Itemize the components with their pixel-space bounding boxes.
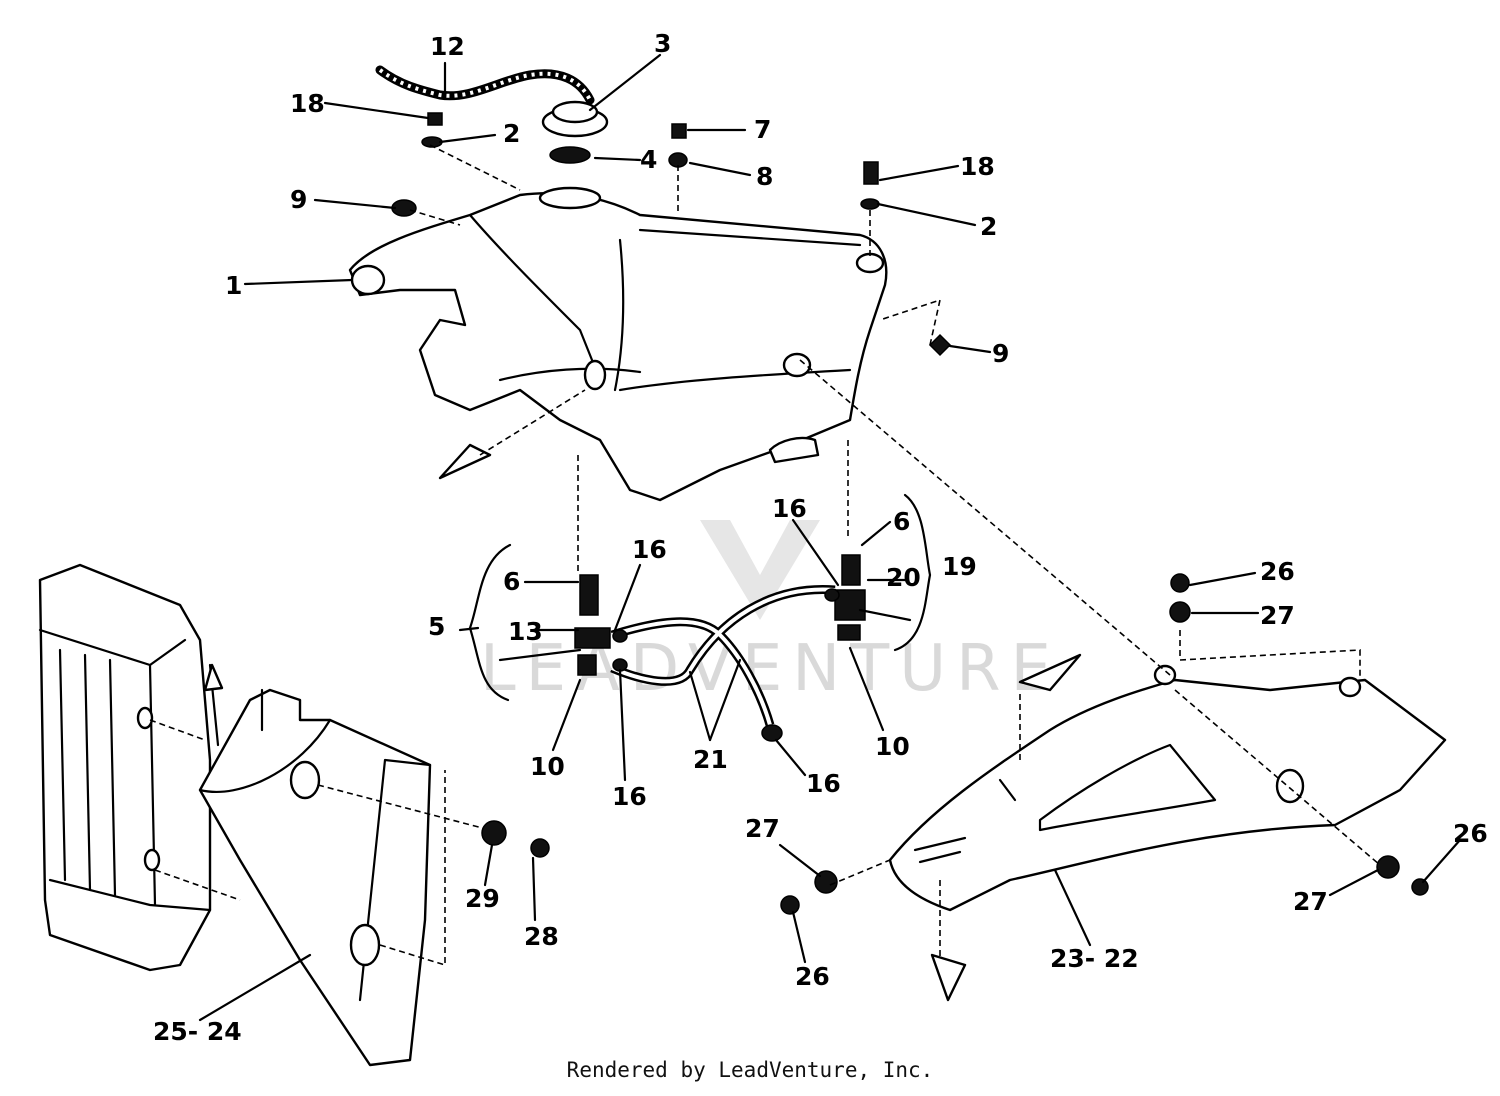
callout-5: 5 — [428, 612, 445, 641]
hardware — [391, 112, 952, 357]
watermark: LEADVENTURE — [480, 520, 1061, 706]
callout-4: 4 — [640, 145, 657, 174]
callout-20: 20 — [886, 563, 921, 592]
callout-26-bottom: 26 — [795, 962, 830, 991]
bracket-19 — [893, 493, 932, 652]
callout-16-valve-right: 16 — [772, 494, 807, 523]
callout-26-right: 26 — [1453, 819, 1488, 848]
callout-3: 3 — [654, 29, 671, 58]
callout-16-bottom: 16 — [612, 782, 647, 811]
callout-29: 29 — [465, 884, 500, 913]
callout-27-left: 27 — [745, 814, 780, 843]
vent-hose — [375, 65, 595, 105]
direction-arrow — [438, 443, 492, 480]
fuel-tank[interactable] — [348, 186, 888, 502]
callout-16-hose-end: 16 — [806, 769, 841, 798]
callout-19: 19 — [942, 552, 977, 581]
watermark-text: LEADVENTURE — [480, 632, 1061, 706]
callout-9-left: 9 — [290, 185, 307, 214]
callout-13: 13 — [508, 617, 543, 646]
callout-18-left: 18 — [290, 89, 325, 118]
fuel-cap[interactable] — [541, 100, 609, 164]
callout-27-right: 27 — [1293, 887, 1328, 916]
callout-6-left: 6 — [503, 567, 520, 596]
side-panel-left[interactable] — [198, 663, 432, 1067]
callout-18-right: 18 — [960, 152, 995, 181]
callout-23-22: 23- 22 — [1050, 944, 1139, 973]
callout-6-right: 6 — [893, 507, 910, 536]
callout-labels: 12 3 18 2 4 7 8 18 2 9 1 9 16 6 20 19 6 … — [153, 29, 1488, 1046]
callout-21: 21 — [693, 745, 728, 774]
leader-lines — [198, 53, 1462, 1022]
side-panel-right[interactable] — [888, 664, 1447, 912]
callout-2-right: 2 — [980, 212, 997, 241]
callout-16-valve-left: 16 — [632, 535, 667, 564]
callout-1: 1 — [225, 271, 242, 300]
callout-7: 7 — [754, 115, 771, 144]
radiator-grille — [38, 563, 212, 972]
callout-27-top: 27 — [1260, 601, 1295, 630]
callout-10-left: 10 — [530, 752, 565, 781]
callout-9-right: 9 — [992, 339, 1009, 368]
callout-12: 12 — [430, 32, 465, 61]
footer-credit: Rendered by LeadVenture, Inc. — [566, 1058, 934, 1082]
callout-10-right: 10 — [875, 732, 910, 761]
callout-25-24: 25- 24 — [153, 1017, 242, 1046]
shutoff-valve-right[interactable] — [834, 554, 866, 641]
callout-26-top: 26 — [1260, 557, 1295, 586]
callout-28: 28 — [524, 922, 559, 951]
shutoff-valve-left[interactable] — [574, 574, 611, 676]
direction-arrow-up — [1018, 653, 1082, 692]
callout-8: 8 — [756, 162, 773, 191]
direction-arrow-down — [930, 953, 967, 1002]
callout-2-left: 2 — [503, 119, 520, 148]
